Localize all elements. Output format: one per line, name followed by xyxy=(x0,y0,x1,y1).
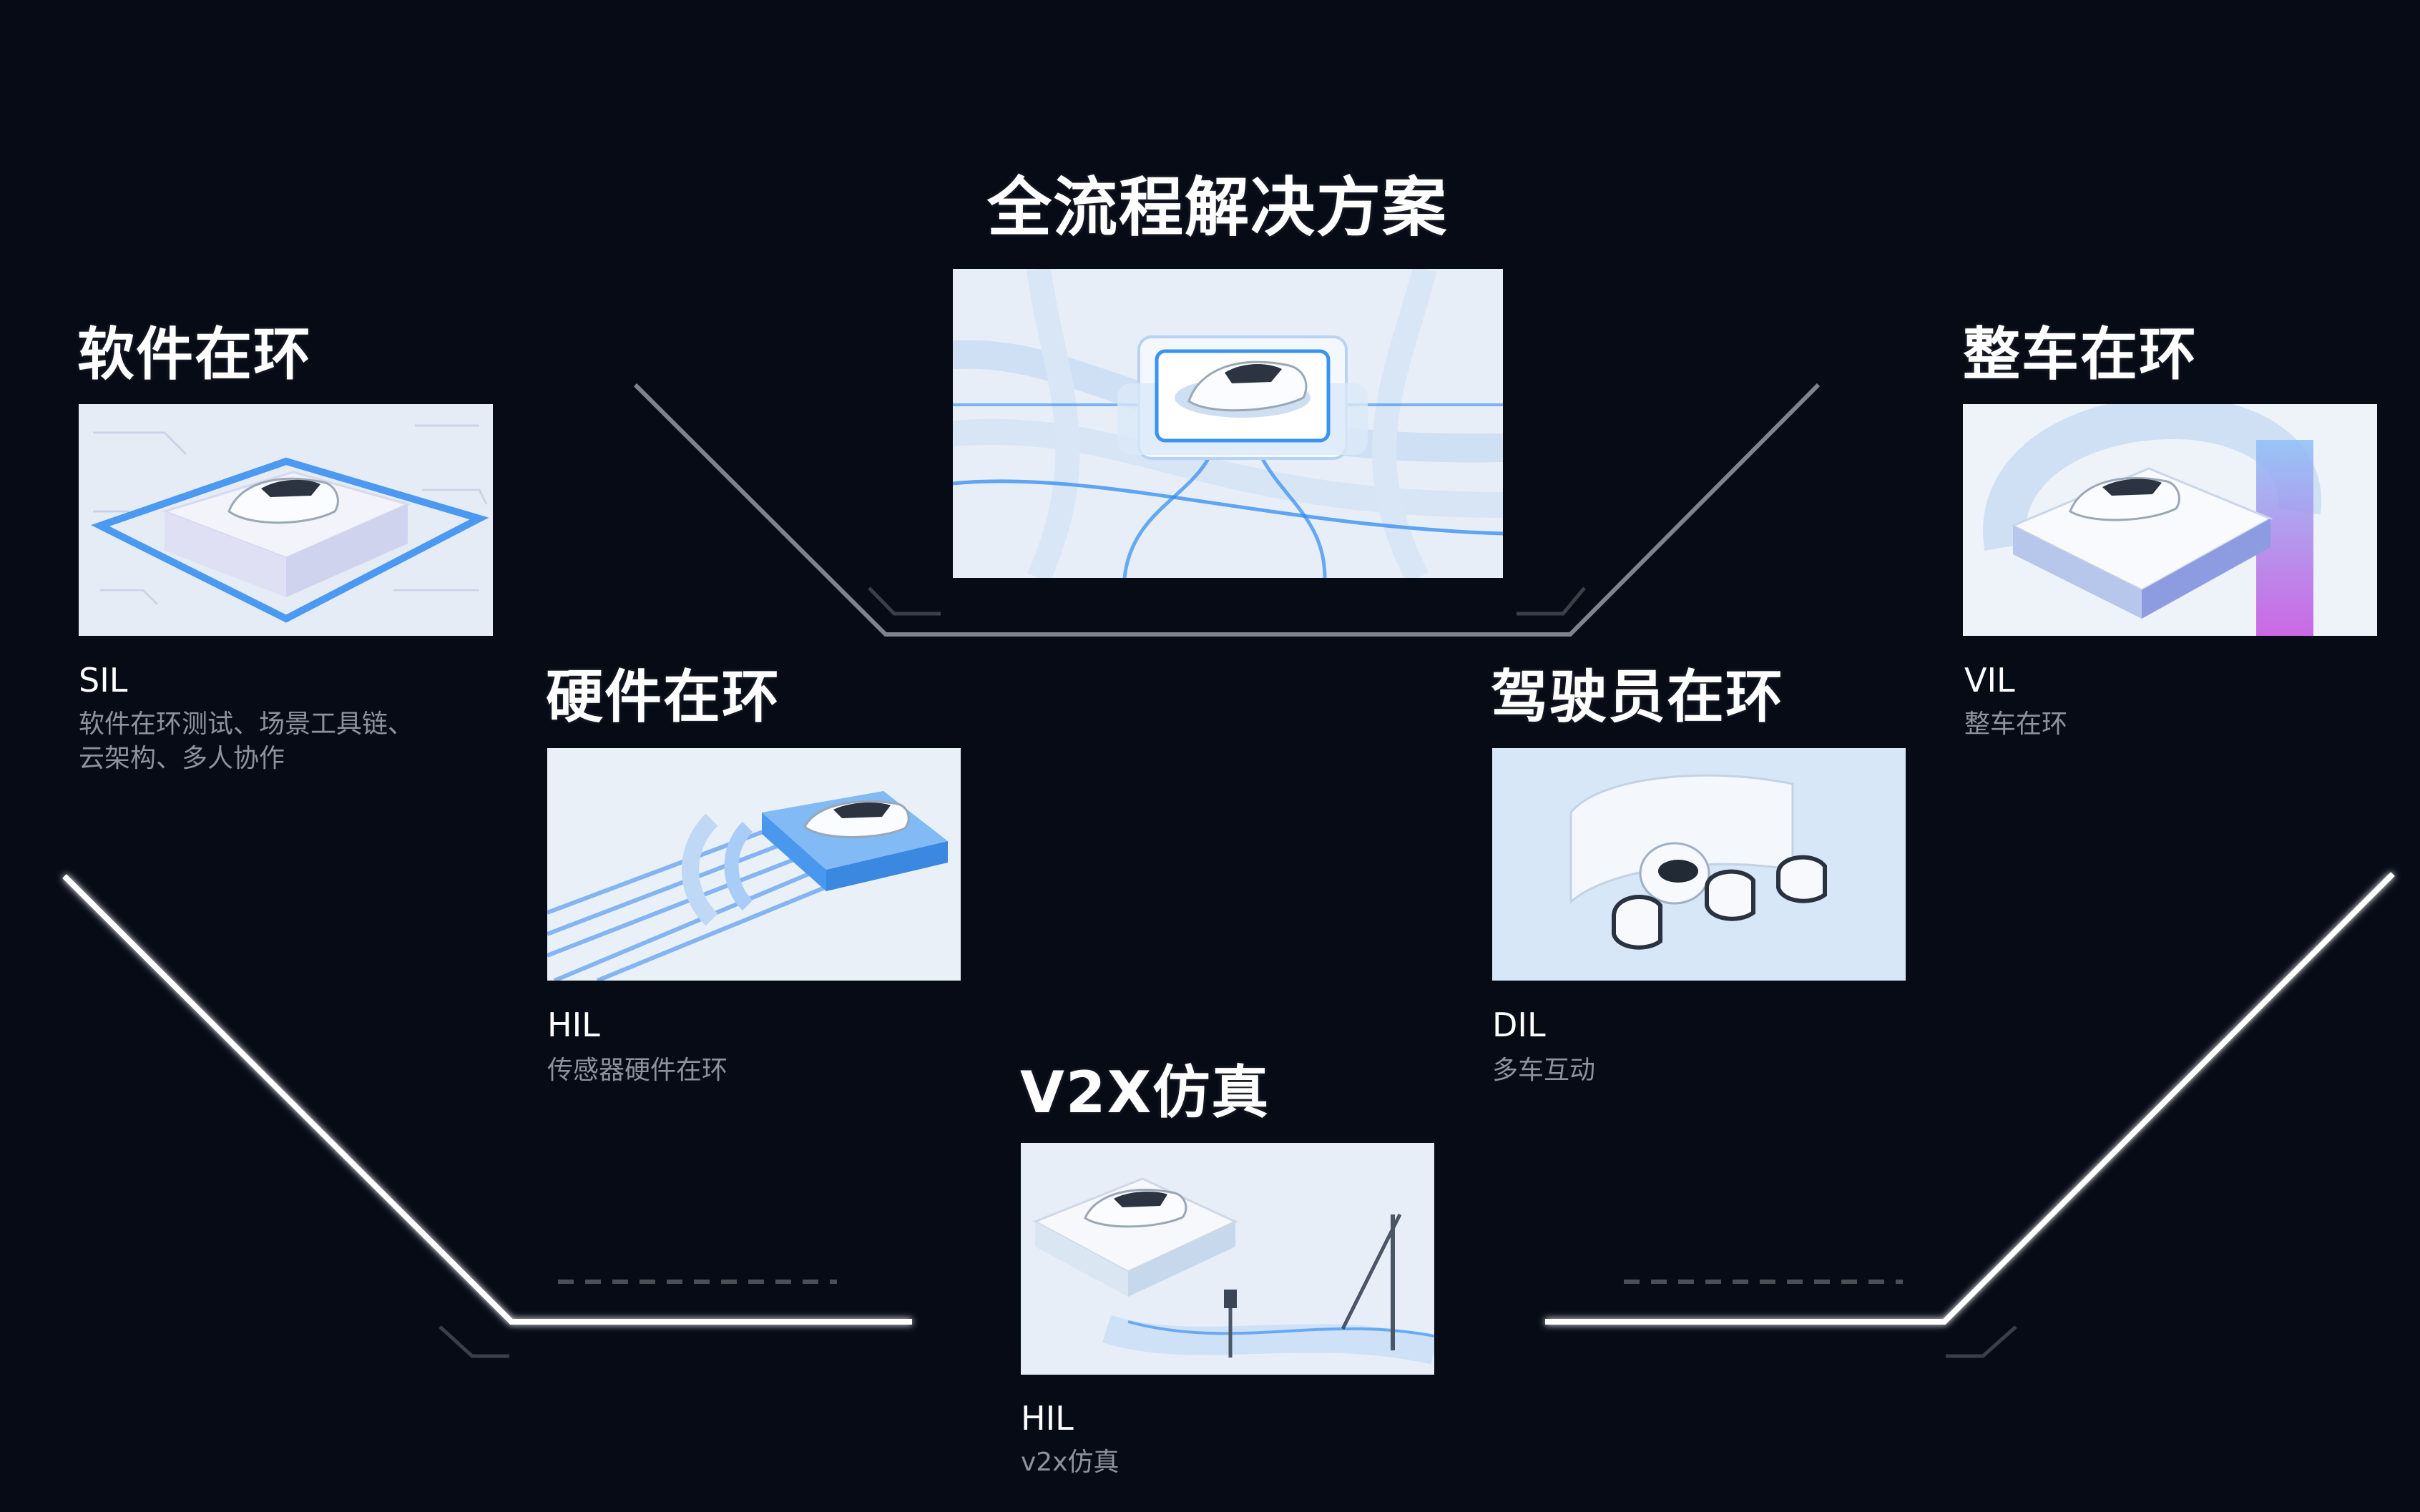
hil-title: 硬件在环 xyxy=(546,664,780,730)
right-glow-bracket xyxy=(1545,872,2395,1325)
sil-description-line1: 软件在环测试、场景工具链、 xyxy=(79,710,414,739)
hil-description: 传感器硬件在环 xyxy=(547,1056,728,1085)
dil-code: DIL xyxy=(1492,1006,1546,1044)
vil-title: 整车在环 xyxy=(1963,321,2198,388)
sil-description-line2: 云架构、多人协作 xyxy=(79,744,285,773)
dil-title: 驾驶员在环 xyxy=(1491,664,1784,730)
hil-image xyxy=(547,748,961,981)
sil-image xyxy=(79,404,493,636)
v2x-image xyxy=(1021,1143,1434,1375)
vil-image xyxy=(1963,404,2377,636)
hil-code: HIL xyxy=(547,1006,600,1044)
vil-code: VIL xyxy=(1964,661,2015,699)
main-title: 全流程解决方案 xyxy=(987,170,1448,245)
v2x-title: V2X仿真 xyxy=(1020,1059,1270,1126)
sil-title: 软件在环 xyxy=(77,321,312,388)
left-glow-bracket xyxy=(62,874,912,1325)
vil-description: 整车在环 xyxy=(1964,710,2068,739)
sil-code: SIL xyxy=(79,661,128,699)
dil-description: 多车互动 xyxy=(1492,1056,1596,1085)
dil-image xyxy=(1492,748,1906,981)
center-solution-image xyxy=(953,269,1503,578)
v2x-code: HIL xyxy=(1021,1399,1074,1438)
v2x-description: v2x仿真 xyxy=(1021,1448,1120,1477)
